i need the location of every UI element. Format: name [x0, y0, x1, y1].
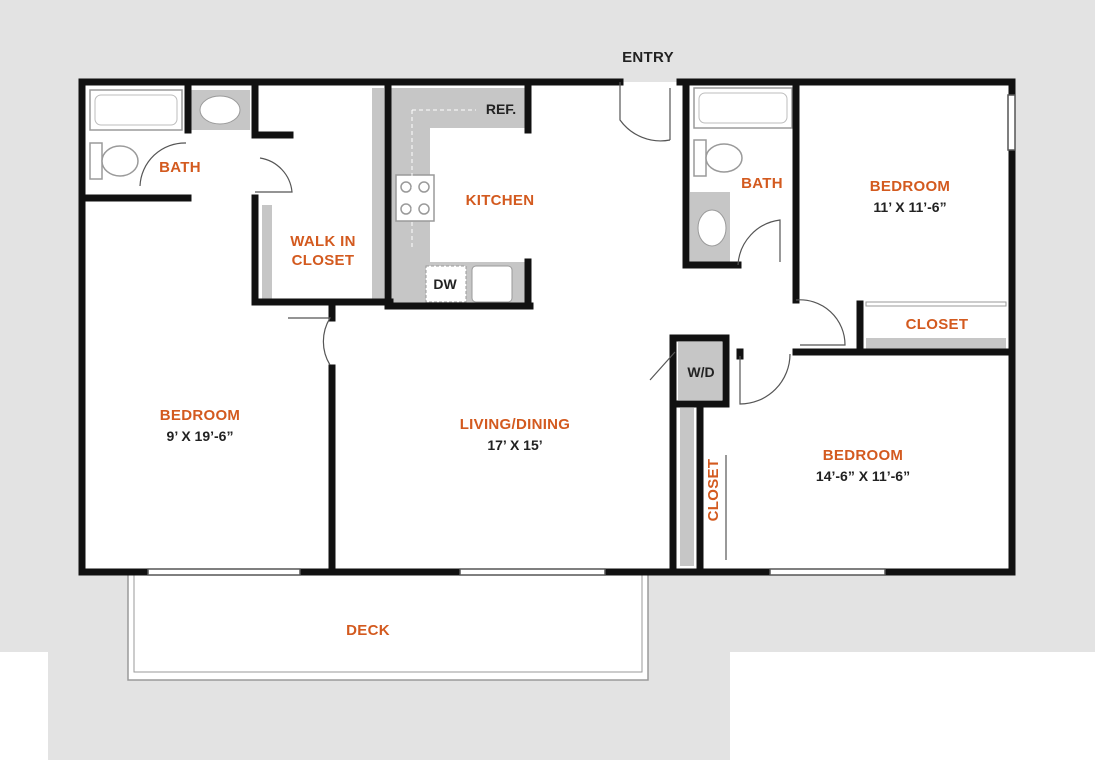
bedroom-left-dims: 9’ X 19’-6” — [167, 428, 234, 444]
closet-top-right-label: CLOSET — [906, 316, 969, 333]
bathtub-inner — [94, 94, 178, 126]
bedroom-bottom-right-label: BEDROOM — [823, 447, 903, 464]
bath-left-label: BATH — [159, 159, 201, 176]
bath-right-label: BATH — [741, 175, 783, 192]
washer-dryer-label: W/D — [687, 364, 714, 380]
sink-icon — [697, 209, 727, 247]
kitchen-sink-icon — [471, 265, 513, 303]
burner-icon — [418, 203, 430, 215]
dishwasher-icon — [425, 265, 467, 303]
refrigerator-label: REF. — [486, 101, 516, 117]
washer-dryer-icon — [678, 342, 722, 400]
walk-in-closet-label-line2: CLOSET — [292, 252, 355, 269]
kitchen-label: KITCHEN — [466, 192, 535, 209]
living-dining-label: LIVING/DINING — [460, 416, 571, 433]
bedroom-top-right-label: BEDROOM — [870, 178, 950, 195]
deck-area — [127, 571, 649, 681]
entry-label: ENTRY — [622, 49, 674, 66]
interior-floor — [82, 82, 1012, 572]
bedroom-bottom-right-dims: 14’-6” X 11’-6” — [816, 468, 910, 484]
burner-icon — [400, 181, 412, 193]
closet-shelf — [866, 338, 1006, 350]
bathtub-inner — [698, 92, 788, 124]
closet-shelf-left — [262, 205, 272, 300]
living-dining-dims: 17’ X 15’ — [487, 437, 542, 453]
closet-shelf-right — [372, 88, 384, 300]
toilet-bowl — [101, 145, 139, 177]
burner-icon — [400, 203, 412, 215]
stove-icon — [395, 174, 435, 222]
dishwasher-label: DW — [433, 276, 457, 292]
walls — [78, 78, 1016, 576]
closet-door-track — [865, 301, 1007, 307]
toilet-icon — [693, 139, 707, 177]
refrigerator-icon — [476, 88, 526, 128]
toilet-bowl — [705, 143, 743, 173]
doors — [139, 82, 846, 560]
sink-icon — [199, 95, 241, 125]
bedroom-left-label: BEDROOM — [160, 407, 240, 424]
windows — [147, 94, 1016, 576]
bedroom-top-right-dims: 11’ X 11’-6” — [873, 199, 946, 215]
walk-in-closet-label-line1: WALK IN — [290, 233, 355, 250]
closet-vertical-label: CLOSET — [705, 459, 722, 522]
burner-icon — [418, 181, 430, 193]
deck-label: DECK — [346, 622, 390, 639]
closet-shelf-vertical — [680, 408, 694, 566]
counter-dashed-edge — [411, 109, 476, 250]
toilet-icon — [89, 142, 103, 180]
